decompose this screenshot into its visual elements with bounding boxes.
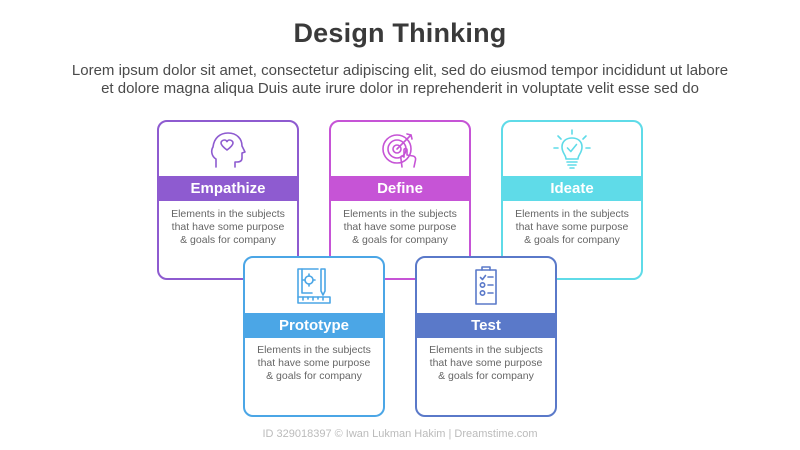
clipboard-checklist-icon (466, 264, 506, 311)
subtitle-line-2: et dolore magna aliqua Duis aute irure d… (101, 80, 699, 97)
description-line: that have some purpose (515, 221, 629, 233)
stage-description: Elements in the subjects that have some … (245, 344, 383, 383)
stage-label: Empathize (190, 180, 266, 197)
stage-label: Test (471, 317, 501, 334)
blueprint-ruler-icon (294, 264, 334, 311)
stage-label-band: Prototype (243, 313, 385, 338)
description-line: Elements in the subjects (429, 344, 543, 356)
watermark-text: ID 329018397 © Iwan Lukman Hakim | Dream… (262, 428, 538, 440)
description-line: that have some purpose (429, 357, 543, 369)
page-title: Design Thinking (293, 18, 507, 48)
subtitle-line-1: Lorem ipsum dolor sit amet, consectetur … (71, 62, 729, 79)
description-line: Elements in the subjects (343, 208, 457, 220)
description-line: & goals for company (438, 370, 534, 382)
stage-label: Prototype (278, 317, 349, 334)
stage-label-band: Empathize (157, 176, 299, 201)
description-line: Elements in the subjects (171, 208, 285, 220)
description-line: & goals for company (352, 234, 448, 246)
target-hand-icon (380, 128, 420, 175)
stage-card-define: Define Elements in the subjects that hav… (329, 120, 471, 280)
watermark-bar (0, 418, 800, 450)
stage-description: Elements in the subjects that have some … (159, 208, 297, 247)
description-line: & goals for company (266, 370, 362, 382)
stage-label-band: Define (329, 176, 471, 201)
stage-description: Elements in the subjects that have some … (417, 344, 555, 383)
stage-description: Elements in the subjects that have some … (331, 208, 469, 247)
stage-label-band: Ideate (501, 176, 643, 201)
lightbulb-check-icon (552, 128, 592, 175)
description-line: Elements in the subjects (257, 344, 371, 356)
stage-card-empathize: Empathize Elements in the subjects that … (157, 120, 299, 280)
stage-card-prototype: Prototype Elements in the subjects that … (243, 256, 385, 417)
stage-card-test: Test Elements in the subjects that have … (415, 256, 557, 417)
description-line: & goals for company (180, 234, 276, 246)
stage-description: Elements in the subjects that have some … (503, 208, 641, 247)
description-line: Elements in the subjects (515, 208, 629, 220)
description-line: that have some purpose (343, 221, 457, 233)
description-line: that have some purpose (257, 357, 371, 369)
stage-card-ideate: Ideate Elements in the subjects that hav… (501, 120, 643, 280)
stage-label: Define (377, 180, 423, 197)
description-line: that have some purpose (171, 221, 285, 233)
stage-label-band: Test (415, 313, 557, 338)
stage-label: Ideate (550, 180, 594, 197)
page-subtitle: Lorem ipsum dolor sit amet, consectetur … (30, 62, 770, 98)
head-heart-icon (208, 128, 248, 175)
description-line: & goals for company (524, 234, 620, 246)
